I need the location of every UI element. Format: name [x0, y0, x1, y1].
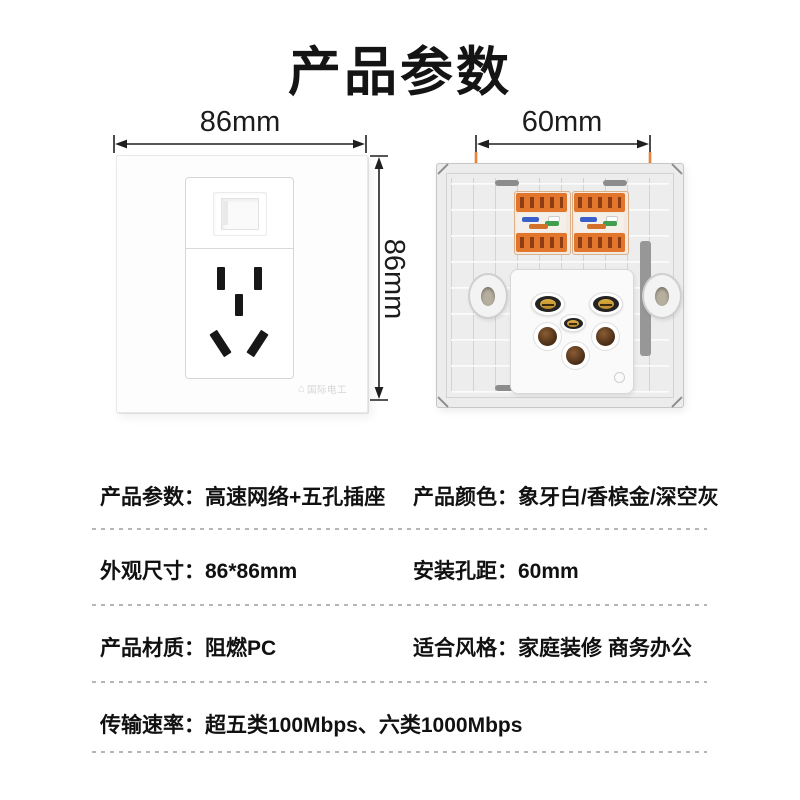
- spec-item: 传输速率：超五类100Mbps、六类1000Mbps: [100, 714, 522, 738]
- socket-back-view: [436, 163, 684, 408]
- spec-divider: [92, 528, 707, 530]
- socket-slot-live: [209, 329, 232, 358]
- wire-orange: [529, 224, 548, 229]
- spec-label: 产品材质：: [100, 637, 205, 660]
- page-title: 产品参数: [288, 43, 512, 102]
- spec-value: 60mm: [518, 560, 579, 583]
- wire-green: [603, 221, 617, 226]
- bottom-edge-slot-left: [495, 385, 519, 391]
- screw-left: [540, 299, 556, 309]
- mounting-hole-left: [468, 273, 508, 319]
- wire-orange: [587, 224, 606, 229]
- top-edge-slot-left: [495, 180, 519, 186]
- spec-item: 产品颜色：象牙白/香槟金/深空灰: [413, 486, 719, 510]
- spec-label: 传输速率：: [100, 714, 205, 737]
- spec-divider: [92, 604, 707, 606]
- front-center-module: [185, 177, 294, 379]
- socket-slot-earth: [235, 294, 243, 316]
- rj45-port: [213, 192, 267, 236]
- screw-terminal-right: [589, 292, 623, 316]
- wire-hole-left: [538, 327, 557, 346]
- socket-front-view: ⌂ 国际电工: [116, 155, 368, 413]
- screw-center: [567, 319, 579, 327]
- spec-label: 适合风格：: [413, 637, 518, 660]
- mounting-hole-right-opening: [655, 286, 669, 306]
- network-terminal-module-right: [572, 191, 629, 255]
- spec-divider: [92, 751, 707, 753]
- wire-band: [575, 213, 624, 232]
- spec-item: 产品参数：高速网络+五孔插座: [100, 486, 385, 510]
- spec-label: 外观尺寸：: [100, 560, 205, 583]
- hole-pitch-arrow: [475, 135, 651, 153]
- spec-item: 安装孔距：60mm: [413, 560, 579, 584]
- wire-blue: [522, 217, 539, 222]
- spec-value: 象牙白/香槟金/深空灰: [518, 486, 719, 509]
- corner-mark: [437, 396, 449, 408]
- wire-hole-bottom: [566, 346, 585, 365]
- spec-value: 高速网络+五孔插座: [205, 486, 386, 509]
- hole-pitch-label: 60mm: [521, 106, 603, 138]
- wire-band: [517, 213, 566, 232]
- rj45-port-inner: [221, 198, 259, 230]
- mounting-hole-left-opening: [481, 286, 495, 306]
- front-width-label: 86mm: [199, 106, 281, 138]
- screw-terminal-right-slot: [593, 296, 619, 312]
- wire-hole-right: [596, 327, 615, 346]
- socket-slot-twopin-left: [217, 267, 225, 290]
- mounting-hole-right: [642, 273, 682, 319]
- socket-slot-neutral: [246, 329, 269, 358]
- screw-terminal-left: [531, 292, 565, 316]
- wire-blue: [580, 217, 597, 222]
- wire-green: [545, 221, 559, 226]
- socket-slot-twopin-right: [254, 267, 262, 290]
- wiring-terminal-module: [510, 269, 634, 394]
- spec-item: 产品材质：阻燃PC: [100, 637, 276, 661]
- terminal-strip-top: [516, 193, 567, 212]
- screw-terminal-center-slot: [563, 317, 583, 329]
- brand-text: 国际电工: [306, 385, 347, 396]
- spec-label: 安装孔距：: [413, 560, 518, 583]
- brand-logo: ⌂ 国际电工: [298, 382, 347, 396]
- network-terminal-module-left: [514, 191, 571, 255]
- spec-item: 外观尺寸：86*86mm: [100, 560, 297, 584]
- spec-value: 86*86mm: [205, 560, 298, 583]
- top-edge-slot-right: [603, 180, 627, 186]
- front-width-arrow: [113, 135, 367, 153]
- screw-right: [598, 299, 614, 309]
- terminal-strip-top: [574, 193, 625, 212]
- corner-mark: [671, 396, 683, 408]
- screw-terminal-center: [560, 314, 586, 332]
- terminal-strip-bottom: [516, 233, 567, 252]
- spec-divider: [92, 681, 707, 683]
- terminal-strip-bottom: [574, 233, 625, 252]
- spec-label: 产品参数：: [100, 486, 205, 509]
- spec-label: 产品颜色：: [413, 486, 518, 509]
- rj45-shutter: [223, 201, 228, 225]
- spec-value: 家庭装修 商务办公: [518, 637, 692, 660]
- spec-value: 超五类100Mbps、六类1000Mbps: [205, 714, 523, 737]
- spec-value: 阻燃PC: [205, 637, 277, 660]
- ccc-certification-mark: [614, 372, 625, 383]
- front-height-label: 86mm: [378, 238, 410, 320]
- module-divider: [186, 248, 293, 249]
- screw-terminal-left-slot: [535, 296, 561, 312]
- spec-item: 适合风格：家庭装修 商务办公: [413, 637, 692, 661]
- front-height-arrow: [370, 155, 388, 401]
- house-icon: ⌂: [297, 382, 305, 395]
- back-inner-panel: [446, 173, 682, 398]
